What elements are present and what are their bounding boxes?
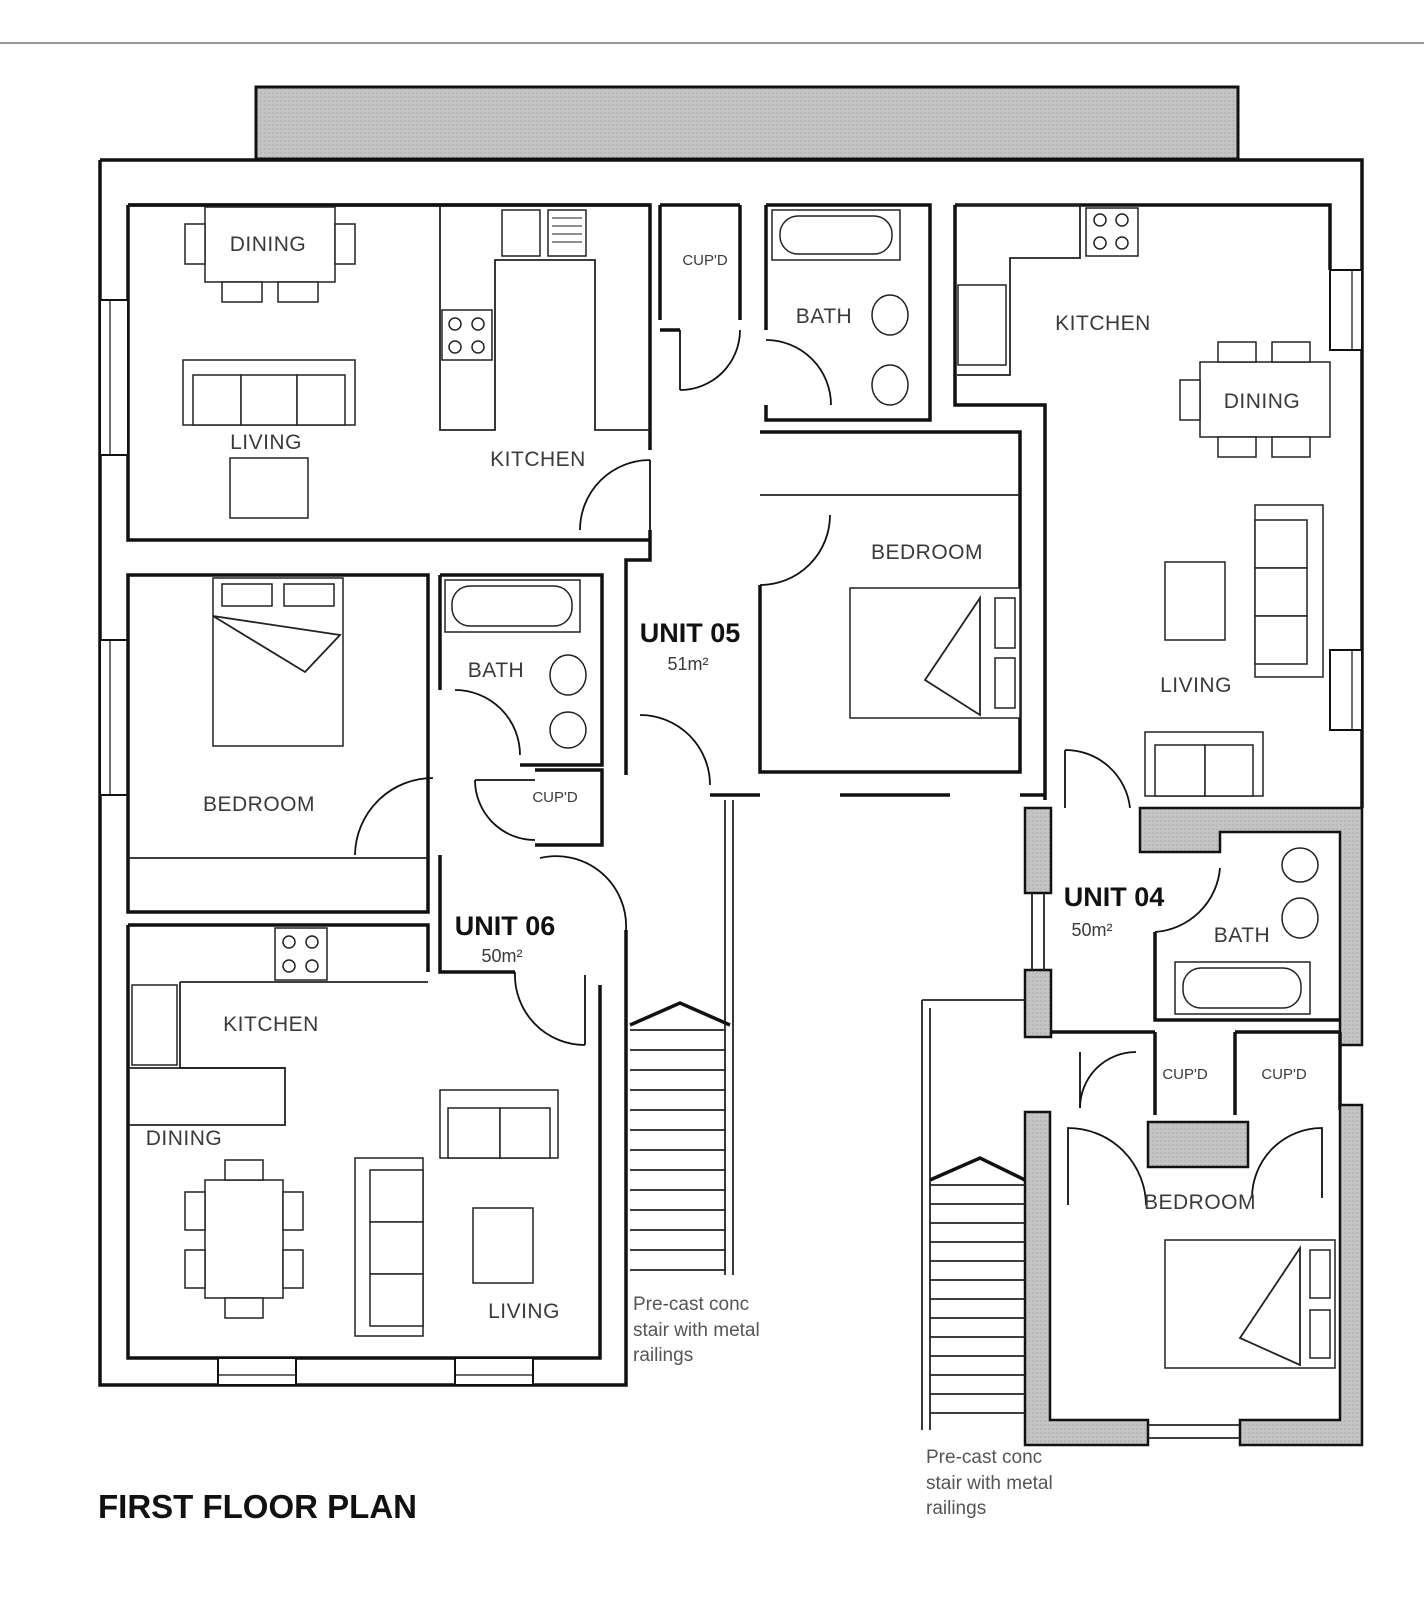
stair-note-left-line-3: railings xyxy=(633,1345,693,1366)
room-label-unit05-kitchen: KITCHEN xyxy=(490,448,586,471)
unit-04-area: 50m² xyxy=(1071,920,1112,940)
room-label-unit05-living: LIVING xyxy=(230,431,302,454)
room-label-unit05-bath: BATH xyxy=(796,305,852,328)
unit-06 xyxy=(126,573,627,1386)
room-label-unit04-living: LIVING xyxy=(1160,674,1232,697)
stair-note-left-line-2: stair with metal xyxy=(633,1320,760,1341)
room-label-unit05-bedroom: BEDROOM xyxy=(871,541,983,564)
unit-06-area: 50m² xyxy=(481,946,522,966)
stair-left xyxy=(629,800,734,1275)
unit-05-area: 51m² xyxy=(667,654,708,674)
unit-05-name: UNIT 05 xyxy=(640,618,741,648)
stair-note-right-line-1: Pre-cast conc xyxy=(926,1447,1042,1468)
room-label-unit04-kitchen: KITCHEN xyxy=(1055,312,1151,335)
room-label-unit06-kitchen: KITCHEN xyxy=(223,1013,319,1036)
room-label-unit06-bath: BATH xyxy=(468,659,524,682)
stair-right xyxy=(921,999,1026,1430)
stair-note-left-line-1: Pre-cast conc xyxy=(633,1294,749,1315)
stair-note-right-line-2: stair with metal xyxy=(926,1473,1053,1494)
shaded-wall-bedroom xyxy=(1023,1103,1364,1447)
room-label-unit06-bedroom: BEDROOM xyxy=(203,793,315,816)
room-label-unit04-cupboard-2: CUP'D xyxy=(1261,1066,1307,1083)
room-label-unit06-living: LIVING xyxy=(488,1300,560,1323)
room-label-unit04-cupboard-1: CUP'D xyxy=(1162,1066,1208,1083)
room-label-unit06-cupboard: CUP'D xyxy=(532,789,578,806)
stair-note-right-line-3: railings xyxy=(926,1498,986,1519)
room-label-unit05-cupboard: CUP'D xyxy=(682,252,728,269)
unit-04-name: UNIT 04 xyxy=(1064,882,1165,912)
shaded-wall-unit04 xyxy=(1138,806,1364,1047)
unit-05 xyxy=(128,203,1045,797)
plan-title: FIRST FLOOR PLAN xyxy=(98,1488,417,1525)
unit-06-name: UNIT 06 xyxy=(455,911,556,941)
room-label-unit04-bedroom: BEDROOM xyxy=(1144,1191,1256,1214)
unit-04 xyxy=(953,203,1364,1447)
room-label-unit04-dining: DINING xyxy=(1224,390,1301,413)
roof-band xyxy=(254,85,1240,161)
room-label-unit04-bath: BATH xyxy=(1214,924,1270,947)
room-label-unit05-dining: DINING xyxy=(230,233,307,256)
room-label-unit06-dining: DINING xyxy=(146,1127,223,1150)
